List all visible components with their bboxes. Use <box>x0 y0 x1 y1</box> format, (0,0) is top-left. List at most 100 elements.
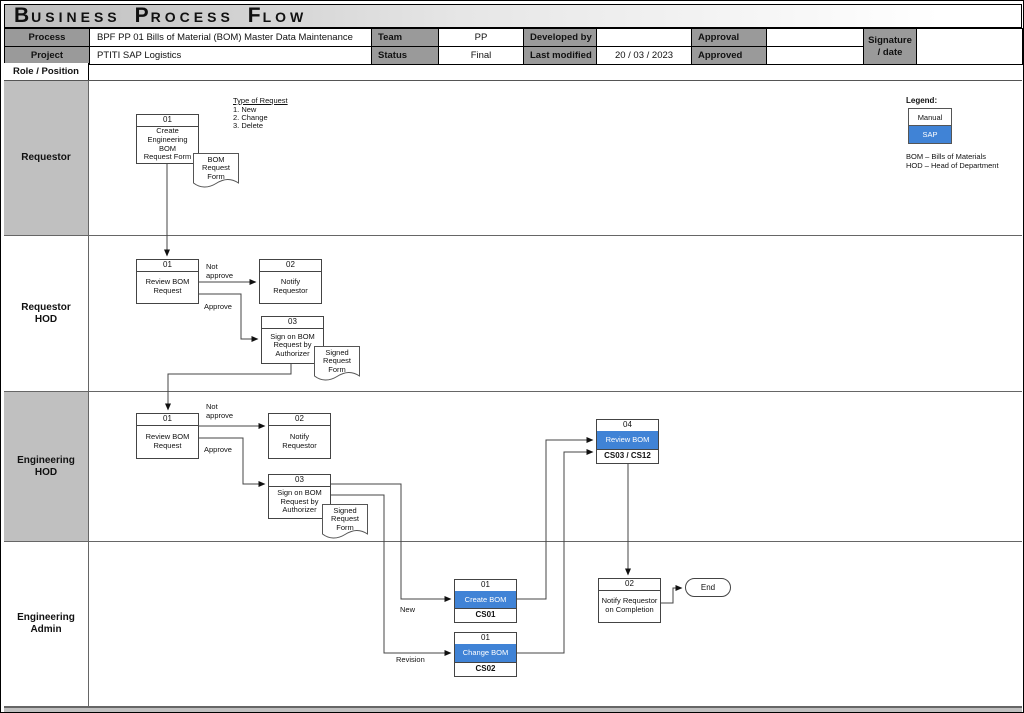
document-bom-request-form: BOM Request Form <box>193 153 239 193</box>
lane-label-engineering-hod: Engineering HOD <box>4 392 89 541</box>
process-box-rhod-review-bom-request: 01 Review BOM Request <box>136 259 199 304</box>
bottom-lane-strip <box>4 707 1022 712</box>
title-word: USINESS <box>31 9 121 25</box>
document-shape-icon <box>193 153 239 188</box>
header-table: Process BPF PP 01 Bills of Material (BOM… <box>4 28 1023 65</box>
title-letter: F <box>247 4 263 27</box>
edge-label-approve-ehod: Approve <box>204 445 232 454</box>
connector-revision-to-change-bom <box>331 494 452 656</box>
header-value-approved <box>766 46 864 65</box>
document-label: Signed Request Form <box>331 506 359 532</box>
process-box-ehod-notify-requestor: 02 Notify Requestor <box>268 413 331 459</box>
note-title: Type of Request <box>233 96 288 105</box>
process-number: 01 <box>137 414 198 426</box>
header-label-developed-by: Developed by <box>523 28 597 47</box>
process-label: Sign on BOM Request by Authorizer <box>277 488 322 515</box>
document-signed-request-form-ehod: Signed Request Form <box>322 504 368 544</box>
header-value-team: PP <box>438 28 524 47</box>
edge-label-new: New <box>400 605 416 614</box>
process-number: 01 <box>137 260 198 272</box>
process-box-create-engineering-bom-request-form: 01 Create Engineering BOM Request Form <box>136 114 199 164</box>
header-value-developed-by <box>596 28 692 47</box>
process-label: Notify Requestor <box>282 431 317 450</box>
process-box-ehod-review-bom-request: 01 Review BOM Request <box>136 413 199 459</box>
lane-engineering-hod: Engineering HOD <box>4 392 1022 542</box>
edge-label-not-approve-ehod: Not approve <box>206 402 234 420</box>
connector-create-bom-to-review-bom <box>517 437 594 600</box>
header-label-signature-date: Signature / date <box>863 28 917 65</box>
legend-manual-box: Manual <box>908 108 952 126</box>
lane-label-requestor-hod: Requestor HOD <box>4 236 89 391</box>
connector-new-to-create-bom <box>331 483 452 602</box>
note-item: 3. Delete <box>233 120 264 130</box>
process-number: 03 <box>269 475 330 487</box>
header-label-approved: Approved <box>691 46 767 65</box>
note-item: 2. Change <box>233 112 268 122</box>
process-box-ehod-sign-on-bom-request: 03 Sign on BOM Request by Authorizer <box>268 474 331 519</box>
role-position-label: Role / Position <box>4 63 89 80</box>
legend-title: Legend: <box>906 96 938 105</box>
legend-abbr-bom: BOM – Bills of Materials <box>906 152 987 161</box>
document-label: Signed Request Form <box>323 348 351 374</box>
transaction-code: CS02 <box>455 662 516 676</box>
process-label: Change BOM <box>455 644 516 663</box>
lane-engineering-admin: Engineering Admin <box>4 542 1022 707</box>
edge-label-not-approve-rhod: Not approve <box>206 262 234 280</box>
legend: Legend: Manual SAP BOM – Bills of Materi… <box>906 96 1023 171</box>
process-label: Create Engineering BOM Request Form <box>143 126 192 162</box>
header-value-project: PTITI SAP Logistics <box>89 46 372 65</box>
document-shape-icon <box>314 346 360 381</box>
process-label: Review BOM Request <box>145 277 190 295</box>
process-number: 02 <box>260 260 321 272</box>
lane-label-requestor: Requestor <box>4 81 89 235</box>
lane-requestor-hod: Requestor HOD <box>4 236 1022 392</box>
header-label-project: Project <box>4 46 90 65</box>
title-word: ROCESS <box>150 9 234 25</box>
lane-requestor: Requestor <box>4 81 1022 236</box>
edge-label-revision: Revision <box>396 655 425 664</box>
process-label: Notify Requestor on Completion <box>601 596 658 614</box>
process-box-rhod-notify-requestor: 02 Notify Requestor <box>259 259 322 304</box>
header-value-signature-date <box>916 28 1023 65</box>
transaction-code: CS01 <box>455 608 516 622</box>
process-number: 02 <box>599 579 660 591</box>
document-label: BOM Request Form <box>202 155 230 181</box>
process-box-notify-requestor-on-completion: 02 Notify Requestor on Completion <box>598 578 661 623</box>
header-label-team: Team <box>371 28 439 47</box>
process-box-change-bom-sap: 01 Change BOM CS02 <box>454 632 517 677</box>
edge-label-approve-rhod: Approve <box>204 302 232 311</box>
document-shape-icon <box>322 504 368 539</box>
role-position-row: Role / Position <box>4 63 1022 81</box>
process-number: 03 <box>262 317 323 329</box>
title-letter: P <box>134 4 151 27</box>
header-value-status: Final <box>438 46 524 65</box>
header-value-approval <box>766 28 864 47</box>
title-letter: B <box>14 4 32 27</box>
connector-sign-to-ehod-review <box>165 364 292 411</box>
legend-abbr-hod: HOD – Head of Department <box>906 161 999 171</box>
title-word: LOW <box>262 9 308 25</box>
process-number: 01 <box>137 115 198 127</box>
process-label: Sign on BOM Request by Authorizer <box>270 331 315 358</box>
process-label: Notify Requestor <box>273 277 308 295</box>
transaction-code: CS03 / CS12 <box>597 449 658 463</box>
process-label: Review BOM <box>597 431 658 450</box>
process-box-create-bom-sap: 01 Create BOM CS01 <box>454 579 517 623</box>
process-box-rhod-sign-on-bom-request: 03 Sign on BOM Request by Authorizer <box>261 316 324 364</box>
header-label-last-modified: Last modified <box>523 46 597 65</box>
lane-label-engineering-admin: Engineering Admin <box>4 542 89 706</box>
type-of-request-note: Type of Request 1. New 2. Change 3. Dele… <box>233 97 288 130</box>
connector-rhod-approve <box>199 293 259 342</box>
document-signed-request-form-rhod: Signed Request Form <box>314 346 360 386</box>
connector-notify-to-end <box>661 585 683 604</box>
connector-change-bom-to-review-bom <box>517 449 594 654</box>
connector-ehod-approve <box>199 437 266 487</box>
end-terminator: End <box>685 578 731 597</box>
header-value-last-modified: 20 / 03 / 2023 <box>596 46 692 65</box>
process-label: Review BOM Request <box>145 431 190 450</box>
process-label: Create BOM <box>455 591 516 609</box>
header-label-process: Process <box>4 28 90 47</box>
